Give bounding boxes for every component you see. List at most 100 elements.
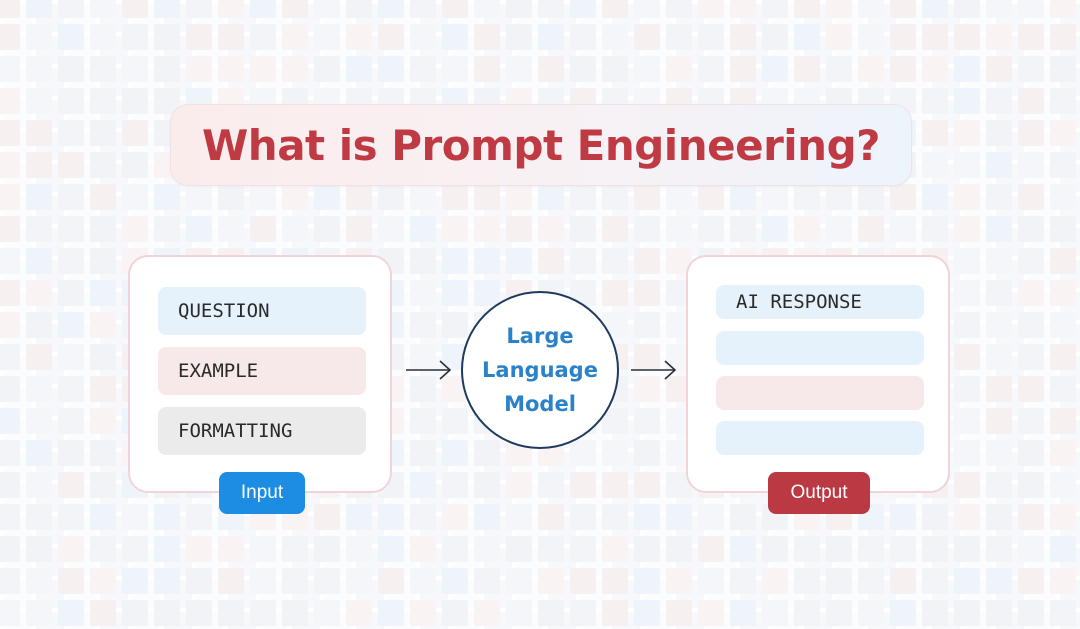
background-tile <box>826 184 852 210</box>
background-tile <box>954 568 980 594</box>
background-tile <box>250 216 276 242</box>
background-tile <box>570 0 596 18</box>
background-tile <box>442 504 468 530</box>
background-tile <box>890 24 916 50</box>
background-tile <box>90 216 116 242</box>
input-item-formatting: FORMATTING <box>158 407 366 455</box>
background-tile <box>346 0 372 18</box>
background-tile <box>698 184 724 210</box>
background-tile <box>346 504 372 530</box>
background-tile <box>698 536 724 562</box>
background-tile <box>666 472 692 498</box>
background-tile <box>346 536 372 562</box>
background-tile <box>922 152 948 178</box>
background-tile <box>986 312 1012 338</box>
background-tile <box>858 536 884 562</box>
background-tile <box>698 56 724 82</box>
background-tile <box>90 504 116 530</box>
background-tile <box>410 216 436 242</box>
background-tile <box>250 24 276 50</box>
background-tile <box>954 120 980 146</box>
background-tile <box>474 184 500 210</box>
background-tile <box>602 536 628 562</box>
background-tile <box>538 472 564 498</box>
background-tile <box>122 216 148 242</box>
background-tile <box>570 568 596 594</box>
background-tile <box>666 536 692 562</box>
background-tile <box>378 504 404 530</box>
background-tile <box>858 56 884 82</box>
background-tile <box>1018 24 1044 50</box>
background-tile <box>538 0 564 18</box>
page-title: What is Prompt Engineering? <box>201 120 881 170</box>
background-tile <box>154 504 180 530</box>
background-tile <box>890 504 916 530</box>
background-tile <box>58 568 84 594</box>
background-tile <box>602 56 628 82</box>
background-tile <box>1050 120 1076 146</box>
background-tile <box>1050 440 1076 466</box>
background-tile <box>26 568 52 594</box>
background-tile <box>986 152 1012 178</box>
background-tile <box>986 504 1012 530</box>
background-tile <box>698 216 724 242</box>
background-tile <box>506 248 532 274</box>
background-tile <box>346 600 372 626</box>
background-tile <box>1050 504 1076 530</box>
background-tile <box>1050 88 1076 114</box>
background-tile <box>186 24 212 50</box>
background-tile <box>474 440 500 466</box>
background-tile <box>986 536 1012 562</box>
background-tile <box>410 344 436 370</box>
background-tile <box>1050 0 1076 18</box>
background-tile <box>826 568 852 594</box>
background-tile <box>570 440 596 466</box>
background-tile <box>634 248 660 274</box>
background-tile <box>666 248 692 274</box>
background-tile <box>282 600 308 626</box>
background-tile <box>634 0 660 18</box>
background-tile <box>954 56 980 82</box>
background-tile <box>666 600 692 626</box>
background-tile <box>410 312 436 338</box>
background-tile <box>858 0 884 18</box>
background-tile <box>0 344 20 370</box>
background-tile <box>986 24 1012 50</box>
background-tile <box>794 600 820 626</box>
background-tile <box>538 536 564 562</box>
background-tile <box>378 216 404 242</box>
output-item-placeholder <box>716 376 924 410</box>
background-tile <box>474 56 500 82</box>
background-tile <box>90 344 116 370</box>
output-tag: Output <box>768 472 870 514</box>
background-tile <box>58 152 84 178</box>
background-tile <box>314 0 340 18</box>
background-tile <box>0 24 20 50</box>
background-tile <box>634 216 660 242</box>
background-tile <box>26 408 52 434</box>
background-tile <box>794 56 820 82</box>
background-tile <box>90 472 116 498</box>
background-tile <box>0 216 20 242</box>
background-tile <box>506 24 532 50</box>
background-tile <box>90 600 116 626</box>
background-tile <box>474 536 500 562</box>
background-tile <box>1018 408 1044 434</box>
background-tile <box>474 216 500 242</box>
background-tile <box>154 600 180 626</box>
background-tile <box>154 56 180 82</box>
background-tile <box>602 248 628 274</box>
background-tile <box>666 56 692 82</box>
background-tile <box>26 344 52 370</box>
background-tile <box>154 88 180 114</box>
background-tile <box>26 504 52 530</box>
background-tile <box>26 248 52 274</box>
background-tile <box>378 184 404 210</box>
background-tile <box>666 24 692 50</box>
background-tile <box>442 0 468 18</box>
background-tile <box>890 600 916 626</box>
background-tile <box>602 24 628 50</box>
background-tile <box>794 184 820 210</box>
background-tile <box>282 536 308 562</box>
background-tile <box>986 280 1012 306</box>
